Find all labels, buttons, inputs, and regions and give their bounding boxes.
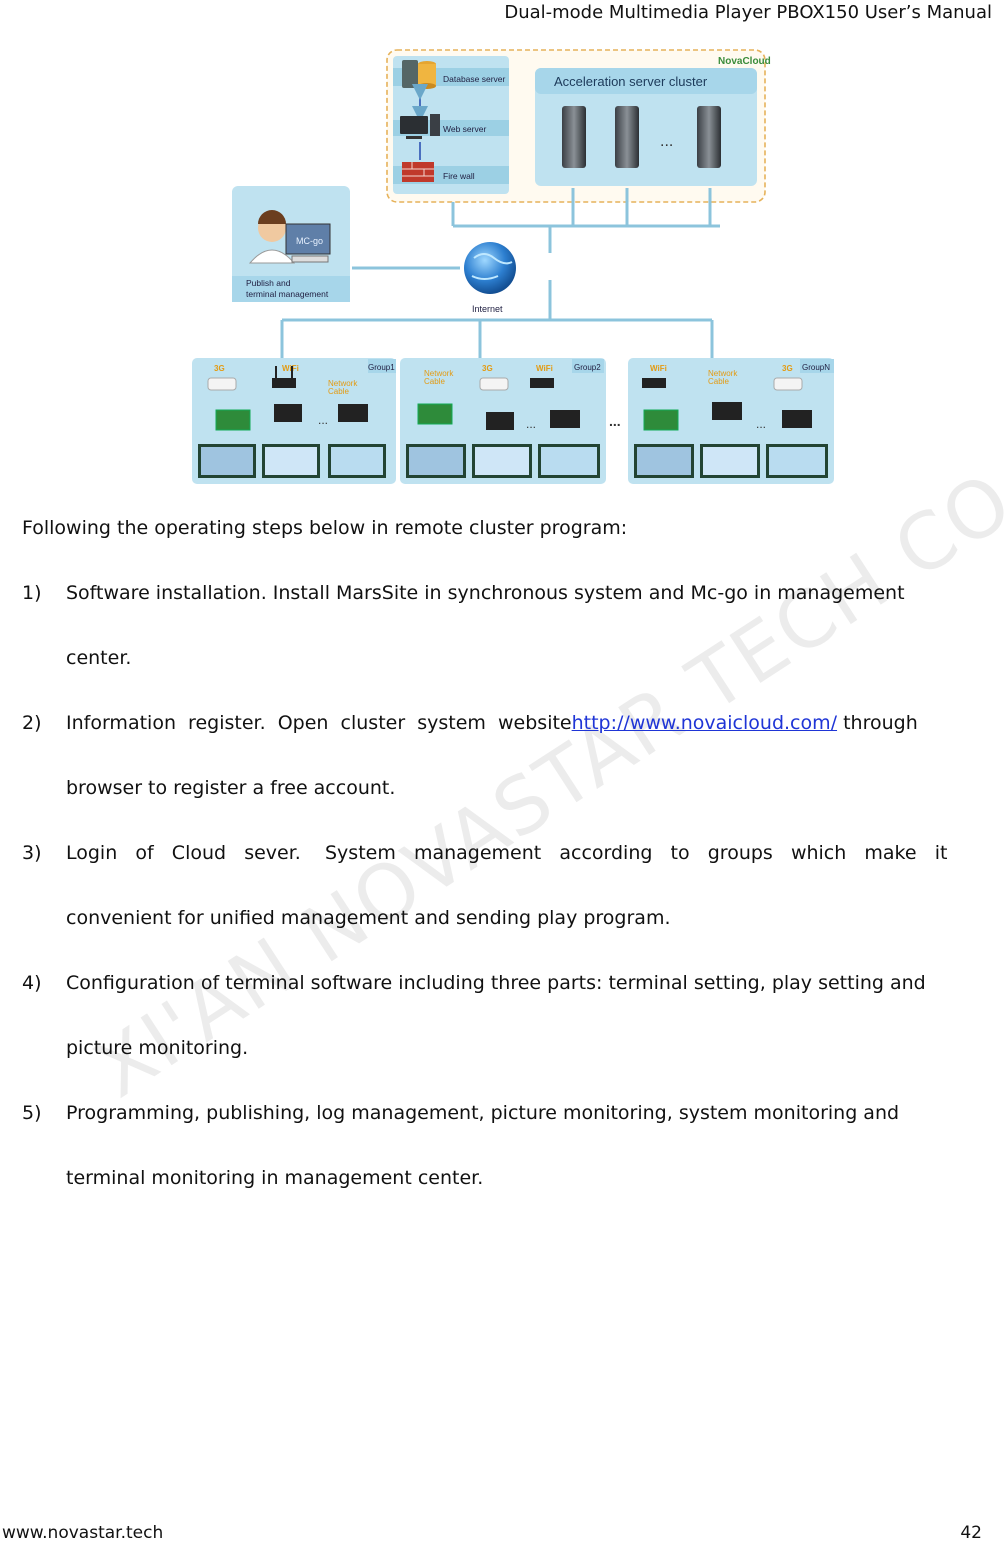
- step-number: 3): [22, 842, 42, 864]
- group-2-panel: Group2 Network Cable 3G WiFi ...: [400, 358, 606, 484]
- step-number: 1): [22, 582, 42, 604]
- step-text: through: [837, 712, 918, 734]
- publish-label-2: terminal management: [246, 289, 329, 299]
- svg-text:Network: Network: [708, 369, 738, 378]
- svg-text:3G: 3G: [214, 364, 225, 373]
- svg-text:Group1: Group1: [368, 363, 395, 372]
- group-n-panel: GroupN WiFi Network Cable 3G ...: [628, 358, 834, 484]
- step-text: Information register. Open cluster syste…: [66, 712, 572, 734]
- group-1-panel: Group1 3G WiFi Network Cable ...: [192, 358, 396, 484]
- page-number: 42: [960, 1523, 982, 1543]
- svg-text:GroupN: GroupN: [802, 363, 830, 372]
- step-line: center.: [66, 647, 132, 669]
- svg-text:Network: Network: [424, 369, 454, 378]
- step-line: Configuration of terminal software inclu…: [66, 972, 926, 994]
- cluster-title: Acceleration server cluster: [554, 74, 708, 89]
- footer-website: www.novastar.tech: [2, 1523, 164, 1543]
- intro-text: Following the operating steps below in r…: [22, 517, 628, 539]
- step-line: Programming, publishing, log management,…: [66, 1102, 900, 1124]
- step-number: 2): [22, 712, 42, 734]
- server-icon: [697, 106, 721, 168]
- svg-text:WiFi: WiFi: [650, 364, 667, 373]
- svg-text:Group2: Group2: [574, 363, 601, 372]
- database-icon: [402, 60, 436, 89]
- network-diagram: NovaCloud Database server Web server Fir…: [192, 49, 834, 484]
- step-line: terminal monitoring in management center…: [66, 1167, 484, 1189]
- internet-label: Internet: [472, 304, 503, 314]
- step-line: convenient for unified management and se…: [66, 907, 671, 929]
- svg-text:WiFi: WiFi: [282, 364, 299, 373]
- cluster-ellipsis: ...: [660, 133, 673, 150]
- server-icon: [615, 106, 639, 168]
- internet-globe-icon: [464, 242, 516, 294]
- svg-text:Cable: Cable: [328, 387, 349, 396]
- svg-text:Network: Network: [328, 379, 358, 388]
- svg-text:...: ...: [756, 417, 766, 431]
- svg-text:...: ...: [318, 413, 328, 427]
- step-line: Information register. Open cluster syste…: [66, 712, 1002, 734]
- step-line: Software installation. Install MarsSite …: [66, 582, 905, 604]
- database-server-label: Database server: [443, 74, 506, 84]
- svg-text:WiFi: WiFi: [536, 364, 553, 373]
- novaicloud-link[interactable]: http://www.novaicloud.com/: [571, 712, 838, 734]
- groups-ellipsis: ...: [609, 413, 621, 429]
- web-server-label: Web server: [443, 124, 486, 134]
- step-number: 4): [22, 972, 42, 994]
- step-number: 5): [22, 1102, 42, 1124]
- page-header: Dual-mode Multimedia Player PBOX150 User…: [504, 2, 992, 23]
- server-icon: [562, 106, 586, 168]
- step-line: Login of Cloud sever. System management …: [66, 842, 948, 864]
- firewall-label: Fire wall: [443, 171, 475, 181]
- step-line: picture monitoring.: [66, 1037, 249, 1059]
- svg-text:Cable: Cable: [708, 377, 729, 386]
- novacloud-label: NovaCloud: [718, 56, 771, 67]
- svg-text:Cable: Cable: [424, 377, 445, 386]
- svg-text:...: ...: [526, 417, 536, 431]
- svg-text:3G: 3G: [782, 364, 793, 373]
- step-line: browser to register a free account.: [66, 777, 396, 799]
- firewall-icon: [402, 162, 434, 182]
- mcgo-label: MC-go: [296, 236, 323, 246]
- svg-text:3G: 3G: [482, 364, 493, 373]
- publish-label-1: Publish and: [246, 278, 291, 288]
- operator-icon: MC-go: [248, 210, 331, 264]
- web-server-icon: [400, 114, 440, 139]
